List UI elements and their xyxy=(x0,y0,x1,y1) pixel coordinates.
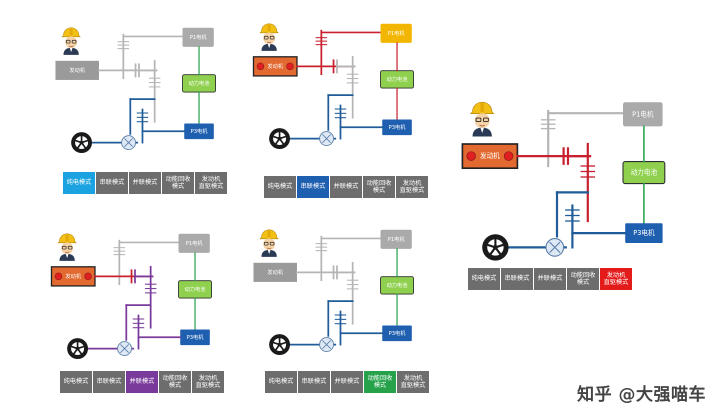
mode-bar-regen: 纯电模式串联模式并联模式动能回收模式发动机直驱模式 xyxy=(265,371,429,393)
generator-label: P1电机 xyxy=(388,29,406,37)
generator-box xyxy=(380,229,412,249)
generator-box xyxy=(380,23,412,43)
battery-label: 动力电池 xyxy=(387,281,409,289)
mode-cell: 纯电模式 xyxy=(60,371,92,393)
mode-cell: 发动机直驱模式 xyxy=(195,172,227,194)
mode-cell: 发动机直驱模式 xyxy=(397,371,429,393)
motor-box xyxy=(180,329,210,346)
differential-icon xyxy=(545,238,565,257)
mode-bar-parallel: 纯电模式串联模式并联模式动能回收模式发动机直驱模式 xyxy=(60,371,224,393)
driver-icon xyxy=(259,23,279,51)
battery-label: 动力电池 xyxy=(185,285,207,293)
mode-cell: 并联模式 xyxy=(126,371,158,393)
mode-cell: 发动机直驱模式 xyxy=(600,268,632,290)
mode-cell: 串联模式 xyxy=(93,371,125,393)
generator-label: P1电机 xyxy=(388,235,406,243)
driver-icon xyxy=(469,101,495,137)
wheel-icon xyxy=(67,338,89,360)
mode-cell: 串联模式 xyxy=(297,176,329,198)
generator-box xyxy=(182,27,214,47)
mode-cell: 纯电模式 xyxy=(264,176,296,198)
mode-cell: 纯电模式 xyxy=(265,371,297,393)
engine-label: 发动机 xyxy=(480,151,500,160)
wheel-icon xyxy=(482,234,509,261)
driver-icon xyxy=(57,233,77,261)
motor-label: P3电机 xyxy=(389,123,407,131)
motor-label: P3电机 xyxy=(187,333,205,341)
mode-cell: 串联模式 xyxy=(298,371,330,393)
mode-cell: 动能回收模式 xyxy=(162,172,194,194)
mode-bar-ev: 纯电模式串联模式并联模式动能回收模式发动机直驱模式 xyxy=(63,172,227,194)
differential-icon xyxy=(319,131,334,146)
driver-icon xyxy=(61,27,81,55)
engine-label: 发动机 xyxy=(267,62,283,70)
watermark: 知乎 @大强喵车 xyxy=(577,385,706,405)
motor-box xyxy=(184,123,214,140)
generator-box xyxy=(623,102,663,127)
motor-box xyxy=(625,223,663,243)
motor-box xyxy=(382,325,412,342)
mode-cell: 串联模式 xyxy=(501,268,533,290)
generator-label: P1电机 xyxy=(186,239,204,247)
mode-cell: 动能回收模式 xyxy=(159,371,191,393)
mode-cell: 并联模式 xyxy=(534,268,566,290)
differential-icon xyxy=(121,135,136,150)
mode-bar-series: 纯电模式串联模式并联模式动能回收模式发动机直驱模式 xyxy=(264,176,428,198)
motor-label: P3电机 xyxy=(191,127,209,135)
mode-cell: 纯电模式 xyxy=(468,268,500,290)
engine-box xyxy=(55,60,99,80)
motor-label: P3电机 xyxy=(389,329,407,337)
mode-bar-engine-direct: 纯电模式串联模式并联模式动能回收模式发动机直驱模式 xyxy=(468,268,632,290)
mode-cell: 并联模式 xyxy=(331,371,363,393)
battery-label: 动力电池 xyxy=(631,168,658,177)
engine-label: 发动机 xyxy=(69,66,85,74)
mode-cell: 动能回收模式 xyxy=(364,371,396,393)
battery-label: 动力电池 xyxy=(189,79,211,87)
mode-cell: 纯电模式 xyxy=(63,172,95,194)
wheel-icon xyxy=(71,132,93,154)
wheel-icon xyxy=(269,128,291,150)
battery-label: 动力电池 xyxy=(387,75,409,83)
differential-icon xyxy=(319,337,334,352)
differential-icon xyxy=(117,341,132,356)
mode-cell: 发动机直驱模式 xyxy=(192,371,224,393)
generator-label: P1电机 xyxy=(190,33,208,41)
generator-label: P1电机 xyxy=(632,109,654,118)
wheel-icon xyxy=(269,334,291,356)
engine-label: 发动机 xyxy=(267,268,283,276)
engine-box xyxy=(253,262,297,282)
mode-cell: 动能回收模式 xyxy=(567,268,599,290)
mode-cell: 并联模式 xyxy=(129,172,161,194)
mode-cell: 动能回收模式 xyxy=(363,176,395,198)
mode-cell: 发动机直驱模式 xyxy=(396,176,428,198)
mode-cell: 并联模式 xyxy=(330,176,362,198)
engine-label: 发动机 xyxy=(65,272,81,280)
mode-cell: 串联模式 xyxy=(96,172,128,194)
generator-box xyxy=(178,233,210,253)
motor-box xyxy=(382,119,412,136)
driver-icon xyxy=(259,229,279,257)
motor-label: P3电机 xyxy=(633,228,655,237)
